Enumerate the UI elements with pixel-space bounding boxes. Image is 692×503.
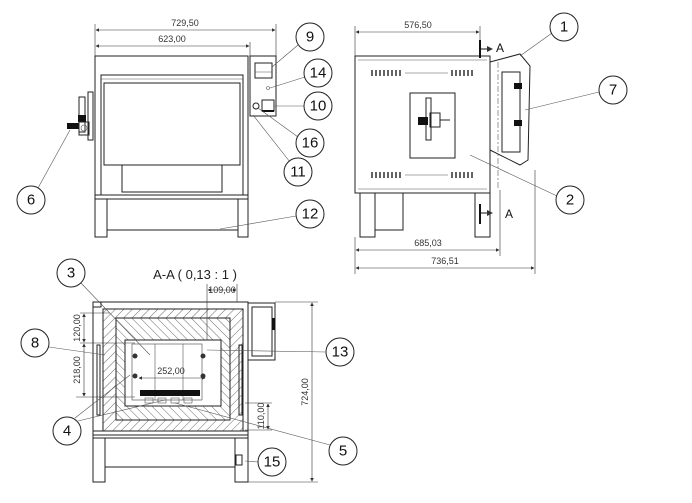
- balloon-5: 5: [339, 443, 347, 460]
- balloon-13: 13: [332, 344, 349, 361]
- balloon-11: 11: [290, 164, 306, 181]
- dim-depth-overall: 736,51: [431, 256, 459, 266]
- balloon-10: 10: [310, 98, 327, 115]
- front-view: 729,50 623,00: [67, 18, 277, 238]
- section-view: A-A ( 0,13 : 1 ) 109,00: [72, 267, 318, 483]
- power-switch: [261, 99, 275, 112]
- balloon-2: 2: [566, 192, 574, 209]
- section-view-balloons: 3 8 13 4 5 15: [20, 258, 358, 477]
- indicator-lamp: [266, 86, 270, 90]
- controller-display: [254, 62, 273, 79]
- dim-218: 218,00: [72, 356, 82, 384]
- balloon-14: 14: [310, 65, 327, 82]
- balloon-8: 8: [31, 335, 39, 352]
- dim-252: 252,00: [157, 366, 185, 376]
- dim-height: 724,00: [300, 378, 310, 406]
- balloon-6: 6: [27, 192, 35, 209]
- side-view-balloons: 1 7 2: [469, 12, 628, 215]
- section-title: A-A ( 0,13 : 1 ): [153, 267, 237, 282]
- dim-110: 110,00: [256, 403, 266, 430]
- dim-overall-width: 729,50: [171, 18, 199, 28]
- balloon-1: 1: [560, 19, 568, 36]
- balloon-12: 12: [302, 206, 319, 223]
- dim-depth-2: 685,03: [414, 238, 442, 248]
- balloon-16: 16: [302, 135, 319, 152]
- side-view: 576,50 A A: [354, 20, 536, 274]
- balloon-7: 7: [609, 82, 617, 99]
- balloon-4: 4: [63, 423, 71, 440]
- balloon-3: 3: [67, 265, 75, 282]
- dim-depth: 576,50: [404, 20, 432, 30]
- balloon-15: 15: [264, 454, 281, 471]
- section-label-bottom: A: [505, 207, 513, 221]
- front-view-balloons: 9 14 10 16 11 12 6: [16, 22, 333, 230]
- balloon-9: 9: [306, 29, 314, 46]
- section-label-top: A: [496, 41, 504, 55]
- fuse-holder: [252, 102, 260, 110]
- dim-door-width: 623,00: [158, 34, 186, 44]
- dim-109: 109,00: [208, 285, 236, 295]
- dim-120: 120,00: [72, 314, 82, 342]
